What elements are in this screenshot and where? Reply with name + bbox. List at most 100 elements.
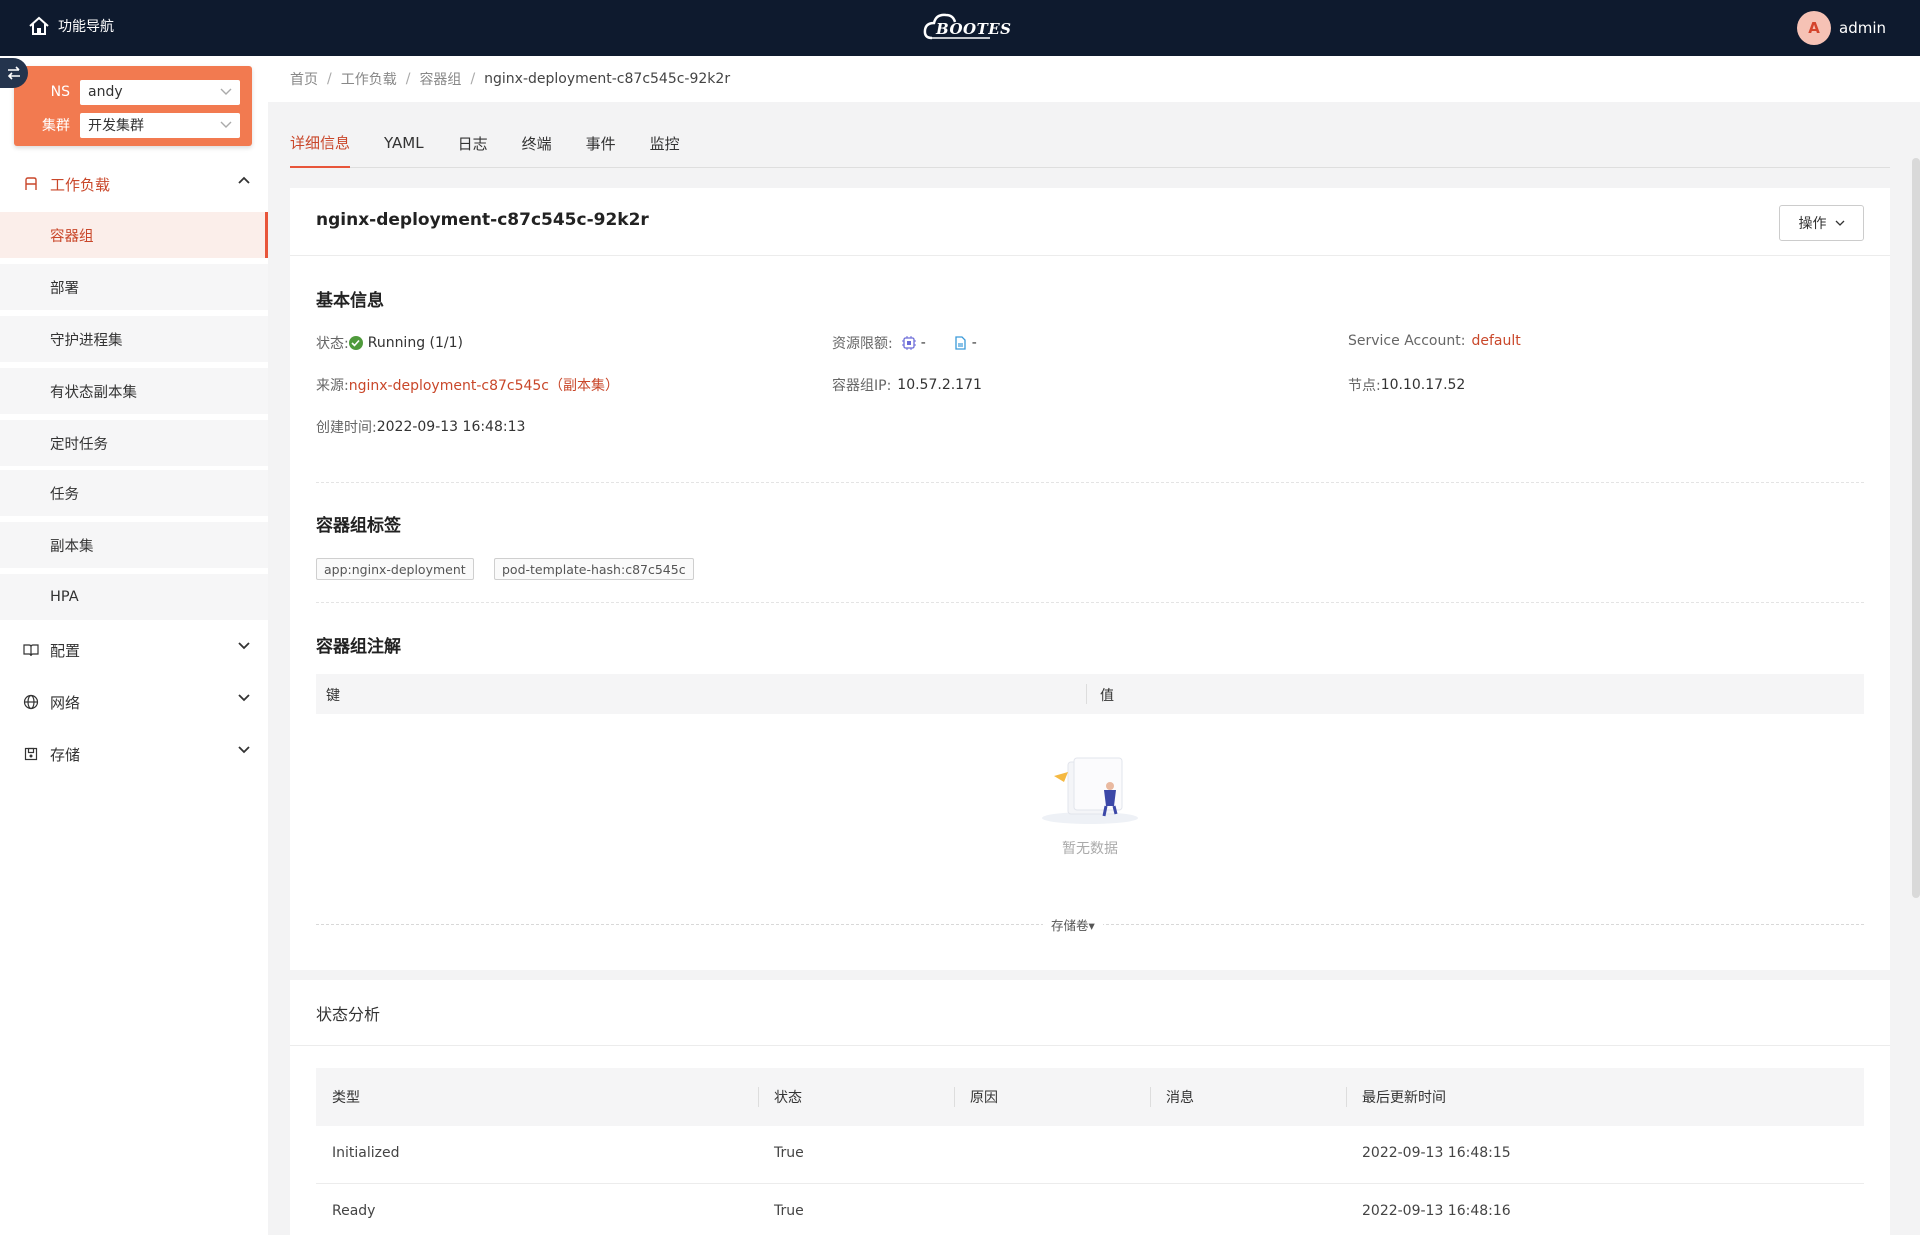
menu-group-config[interactable]: 配置 — [0, 626, 268, 674]
tab-yaml[interactable]: YAML — [384, 134, 424, 152]
breadcrumb-separator: / — [327, 71, 332, 87]
cpu-icon — [901, 336, 916, 350]
page-scrollbar[interactable] — [1912, 158, 1920, 898]
service-account-label: Service Account: — [1348, 333, 1466, 349]
namespace-select[interactable]: andy — [80, 79, 240, 105]
card-header: nginx-deployment-c87c545c-92k2r 操作 — [290, 188, 1890, 256]
main-content: 首页 / 工作负载 / 容器组 / nginx-deployment-c87c5… — [268, 56, 1920, 1235]
swap-icon — [7, 66, 20, 80]
chevron-down-icon — [1835, 220, 1844, 226]
sidebar-item-cronjobs[interactable]: 定时任务 — [0, 420, 268, 466]
tab-monitor[interactable]: 监控 — [649, 134, 680, 153]
sidebar-item-label: 守护进程集 — [50, 332, 123, 349]
source-link[interactable]: nginx-deployment-c87c545c（副本集） — [348, 378, 619, 394]
sidebar-item-pods[interactable]: 容器组 — [0, 212, 268, 258]
username: admin — [1839, 19, 1886, 37]
tab-terminal[interactable]: 终端 — [521, 134, 552, 153]
label-tag: app:nginx-deployment — [316, 558, 474, 580]
storage-volume-toggle-button[interactable]: 存储卷▾ — [1043, 915, 1103, 934]
section-divider — [316, 482, 1864, 483]
column-last-update: 最后更新时间 — [1362, 1090, 1446, 1106]
breadcrumb-separator: / — [405, 71, 411, 87]
basic-info-title: 基本信息 — [316, 291, 384, 311]
chevron-down-icon — [238, 746, 250, 754]
cloud-icon — [923, 13, 990, 40]
sidebar-item-statefulsets[interactable]: 有状态副本集 — [0, 368, 268, 414]
created-time-label: 创建时间: — [316, 420, 377, 436]
breadcrumb-current: nginx-deployment-c87c545c-92k2r — [484, 71, 731, 87]
sidebar: NS andy 集群 开发集群 工作负载 容器组 部署 守护进程集 有状态副本集… — [0, 56, 268, 1235]
column-type: 类型 — [332, 1090, 360, 1106]
breadcrumb-separator: / — [470, 71, 476, 87]
globe-icon — [22, 693, 40, 711]
status-table-header: 类型 状态 原因 消息 最后更新时间 — [316, 1068, 1864, 1126]
feature-nav-label: 功能导航 — [58, 19, 114, 35]
home-icon — [29, 16, 49, 35]
source-field: 来源: nginx-deployment-c87c545c（副本集） — [316, 375, 619, 395]
cluster-select[interactable]: 开发集群 — [80, 112, 240, 138]
breadcrumb: 首页 / 工作负载 / 容器组 / nginx-deployment-c87c5… — [268, 56, 1920, 102]
namespace-value: andy — [88, 84, 123, 100]
cell-type: Ready — [332, 1203, 376, 1219]
avatar: A — [1797, 11, 1831, 45]
tab-logs[interactable]: 日志 — [457, 134, 488, 153]
cell-time: 2022-09-13 16:48:16 — [1362, 1203, 1511, 1219]
menu-group-network[interactable]: 网络 — [0, 678, 268, 726]
source-label: 来源: — [316, 378, 349, 394]
cpu-limit-value: - — [920, 335, 926, 351]
column-separator — [1086, 684, 1087, 704]
pod-annotations-title: 容器组注解 — [316, 637, 401, 657]
chevron-down-icon — [220, 88, 232, 95]
detail-tabs: 详细信息 YAML 日志 终端 事件 监控 — [290, 118, 1890, 168]
sidebar-item-replicasets[interactable]: 副本集 — [0, 522, 268, 568]
breadcrumb-workload[interactable]: 工作负载 — [340, 72, 397, 88]
resource-limit-field: 资源限额: - - — [832, 333, 977, 353]
pod-ip-value: 10.57.2.171 — [897, 377, 982, 393]
feature-nav-button[interactable]: 功能导航 — [28, 12, 114, 40]
breadcrumb-home[interactable]: 首页 — [290, 72, 318, 88]
column-message: 消息 — [1166, 1090, 1194, 1106]
network-label: 网络 — [50, 693, 81, 712]
namespace-row: NS andy — [14, 78, 252, 106]
pod-ip-label: 容器组IP: — [832, 378, 892, 394]
status-table: 类型 状态 原因 消息 最后更新时间 Initialized True 2022… — [316, 1068, 1864, 1235]
cell-status: True — [774, 1203, 804, 1219]
memory-icon — [955, 336, 966, 350]
table-row: Initialized True 2022-09-13 16:48:15 — [316, 1126, 1864, 1184]
section-divider — [316, 602, 1864, 603]
cell-status: True — [774, 1145, 804, 1161]
chevron-down-icon — [220, 121, 232, 128]
pod-labels-title: 容器组标签 — [316, 516, 401, 536]
created-time-value: 2022-09-13 16:48:13 — [376, 419, 526, 435]
disk-icon — [22, 745, 40, 763]
column-separator — [1150, 1087, 1151, 1107]
tab-details[interactable]: 详细信息 — [290, 118, 351, 168]
menu-group-workload[interactable]: 工作负载 — [0, 160, 268, 208]
column-reason: 原因 — [970, 1090, 998, 1106]
tab-events[interactable]: 事件 — [585, 134, 616, 153]
column-separator — [1346, 1087, 1347, 1107]
chevron-down-icon — [238, 642, 250, 650]
empty-state: 暂无数据 — [1030, 754, 1150, 857]
label-tag: pod-template-hash:c87c545c — [494, 558, 694, 580]
created-time-field: 创建时间: 2022-09-13 16:48:13 — [316, 417, 525, 437]
config-label: 配置 — [50, 641, 81, 660]
breadcrumb-pods[interactable]: 容器组 — [419, 72, 462, 88]
service-account-link[interactable]: default — [1471, 333, 1521, 349]
sidebar-item-label: 容器组 — [50, 228, 94, 245]
operations-button[interactable]: 操作 — [1779, 205, 1864, 241]
sidebar-item-hpa[interactable]: HPA — [0, 574, 268, 620]
annotations-table-header: 键 值 — [316, 674, 1864, 714]
user-menu[interactable]: A admin — [1797, 11, 1886, 45]
sidebar-collapse-button[interactable] — [0, 58, 28, 88]
chevron-up-icon — [238, 176, 250, 184]
namespace-cluster-panel: NS andy 集群 开发集群 — [14, 66, 252, 146]
menu-group-storage[interactable]: 存储 — [0, 730, 268, 778]
sidebar-item-deployments[interactable]: 部署 — [0, 264, 268, 310]
sidebar-item-daemonsets[interactable]: 守护进程集 — [0, 316, 268, 362]
pod-title: nginx-deployment-c87c545c-92k2r — [316, 210, 649, 230]
book-icon — [22, 641, 40, 659]
resource-limit-label: 资源限额: — [832, 336, 893, 352]
sidebar-item-jobs[interactable]: 任务 — [0, 470, 268, 516]
status-field: 状态: Running (1/1) — [316, 333, 463, 353]
